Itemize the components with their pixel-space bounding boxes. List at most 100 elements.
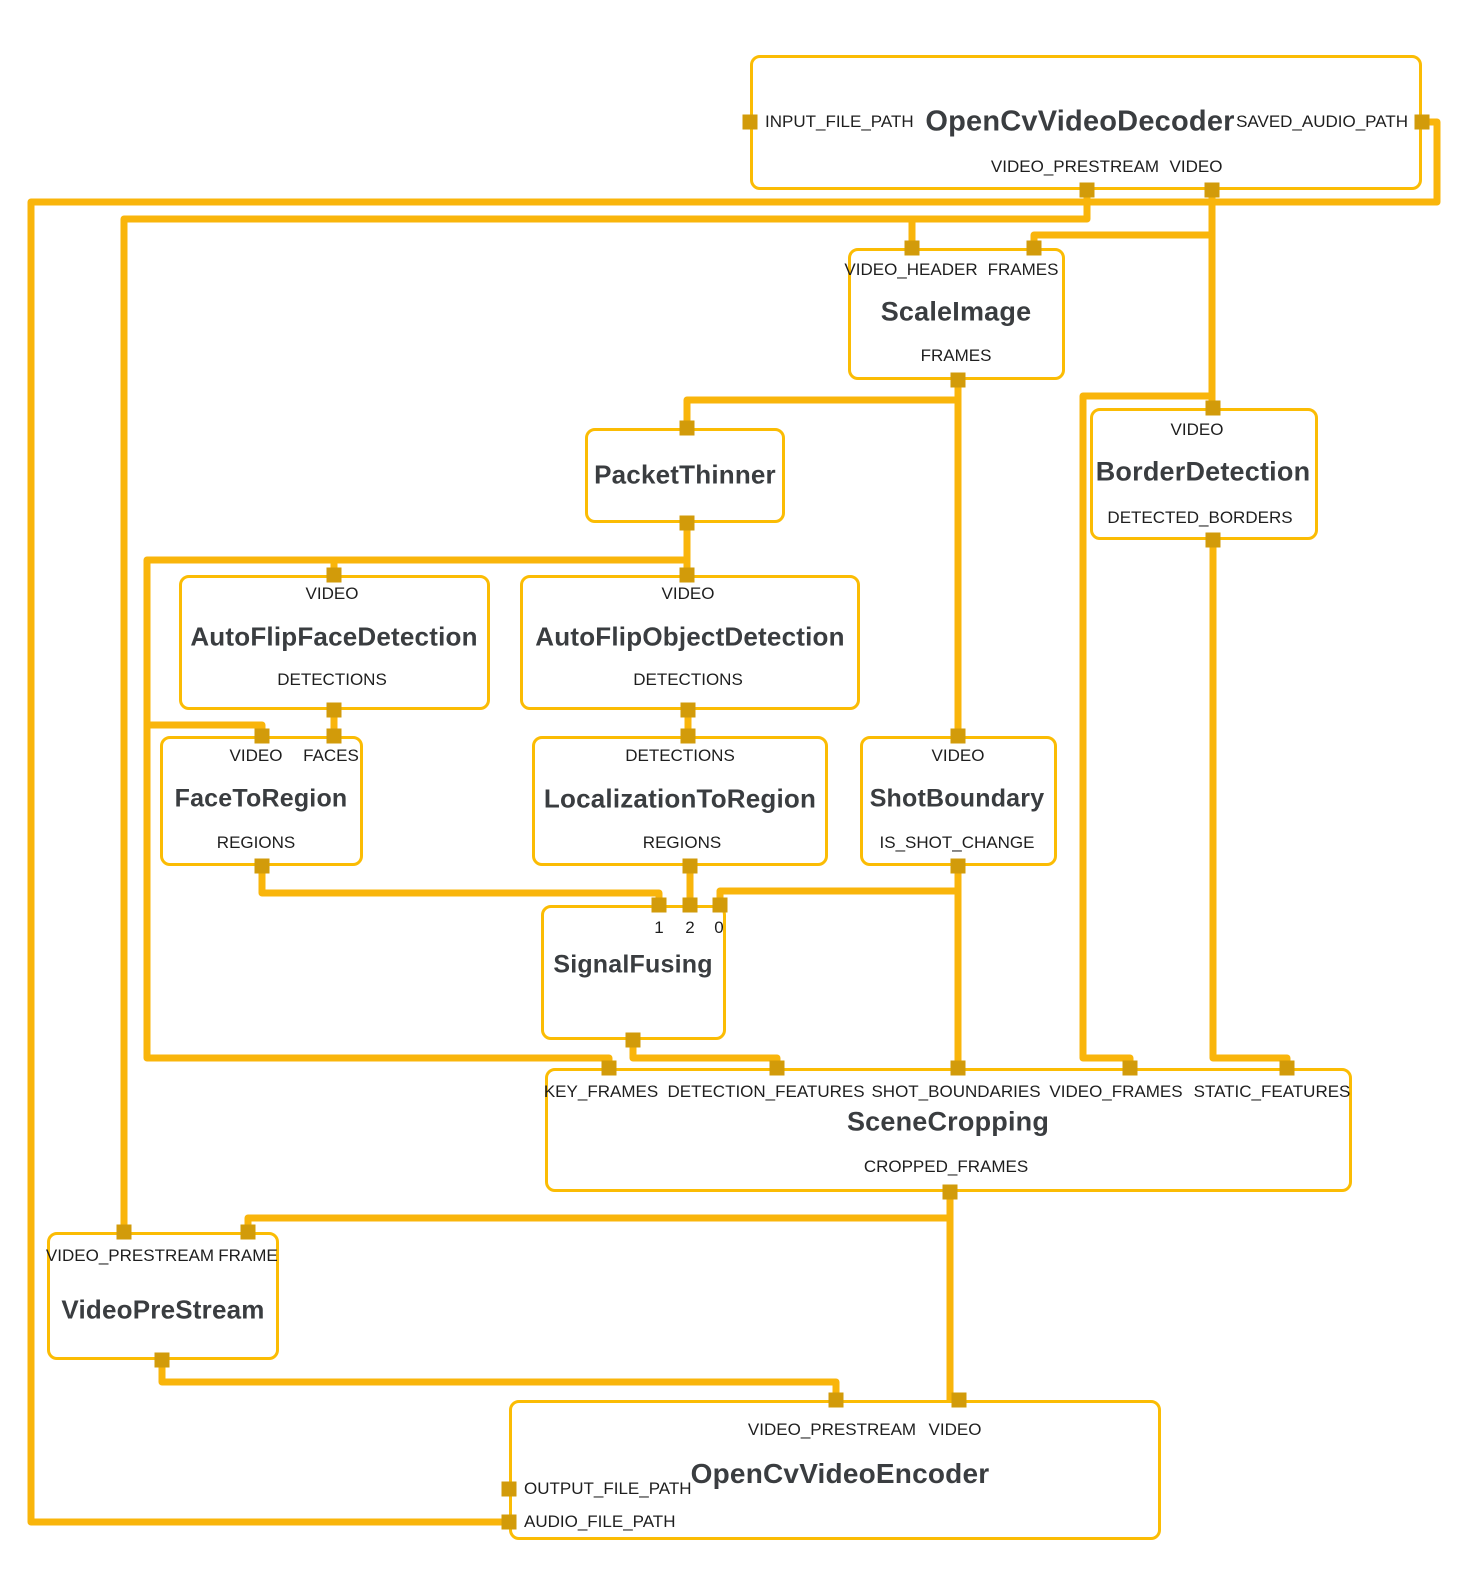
label-detections: DETECTIONS: [625, 746, 735, 765]
port-video-prestream[interactable]: [828, 1392, 844, 1408]
label-cropped-frames: CROPPED_FRAMES: [863, 1157, 1029, 1176]
wire: [244, 1214, 950, 1232]
port-video-frames[interactable]: [1122, 1060, 1138, 1076]
label-regions: REGIONS: [216, 833, 296, 852]
label-frames: FRAMES: [920, 346, 992, 365]
wire: [120, 190, 1091, 1232]
port-input-file-path[interactable]: [742, 114, 758, 130]
label-output-file-path: OUTPUT_FILE_PATH: [524, 1479, 692, 1498]
label-frames: FRAMES: [987, 260, 1059, 279]
label-shot-boundaries: SHOT_BOUNDARIES: [871, 1082, 1041, 1101]
label-saved-audio-path: SAVED_AUDIO_PATH: [1236, 112, 1408, 131]
label-key-frames: KEY_FRAMES: [543, 1082, 659, 1101]
port-video[interactable]: [1204, 182, 1220, 198]
node-signal-fusing[interactable]: [541, 905, 726, 1040]
wire: [27, 118, 1441, 1526]
label-1: 1: [654, 918, 664, 937]
port-video[interactable]: [326, 567, 342, 583]
port-key-frames[interactable]: [601, 1060, 617, 1076]
port-frames[interactable]: [1026, 240, 1042, 256]
port-video-prestream[interactable]: [116, 1224, 132, 1240]
label-detections: DETECTIONS: [277, 670, 387, 689]
port-frames[interactable]: [950, 372, 966, 388]
port-cropped-frames[interactable]: [942, 1184, 958, 1200]
wire: [1209, 540, 1291, 1068]
node-title-scale-image: ScaleImage: [880, 296, 1032, 327]
node-title-opencv-video-decoder: OpenCvVideoDecoder: [925, 105, 1235, 138]
port-output-file-path[interactable]: [501, 1481, 517, 1497]
label-audio-file-path: AUDIO_FILE_PATH: [524, 1512, 676, 1531]
node-scale-image[interactable]: [848, 248, 1065, 380]
wire: [716, 887, 958, 905]
port-packet-thinner-0[interactable]: [679, 420, 695, 436]
port-detections[interactable]: [680, 702, 696, 718]
label-video: VIDEO: [305, 584, 359, 603]
port-1[interactable]: [651, 897, 667, 913]
wire: [683, 396, 958, 428]
port-video-prestream[interactable]: [1079, 182, 1095, 198]
wire: [1030, 231, 1212, 248]
node-title-packet-thinner: PacketThinner: [594, 459, 776, 490]
label-frame: FRAME: [218, 1246, 278, 1265]
port-video-pre-stream-2[interactable]: [154, 1352, 170, 1368]
node-title-scene-cropping: SceneCropping: [846, 1106, 1050, 1137]
label-input-file-path: INPUT_FILE_PATH: [765, 112, 914, 131]
node-title-opencv-video-encoder: OpenCvVideoEncoder: [690, 1458, 990, 1489]
node-opencv-video-encoder[interactable]: [509, 1400, 1161, 1540]
wire: [629, 1040, 781, 1068]
label-static-features: STATIC_FEATURES: [1193, 1082, 1351, 1101]
label-video: VIDEO: [931, 746, 985, 765]
node-title-border-detection: BorderDetection: [1095, 456, 1311, 487]
label-video: VIDEO: [229, 746, 283, 765]
node-title-face-to-region: FaceToRegion: [174, 784, 348, 813]
port-packet-thinner-1[interactable]: [679, 515, 695, 531]
node-face-to-region[interactable]: [160, 736, 363, 866]
label-video-frames: VIDEO_FRAMES: [1049, 1082, 1183, 1101]
label-video: VIDEO: [661, 584, 715, 603]
port-audio-file-path[interactable]: [501, 1514, 517, 1530]
port-signal-fusing-3[interactable]: [625, 1032, 641, 1048]
label-video-header: VIDEO_HEADER: [844, 260, 978, 279]
port-regions[interactable]: [682, 858, 698, 874]
port-video[interactable]: [950, 728, 966, 744]
label-is-shot-change: IS_SHOT_CHANGE: [879, 833, 1035, 852]
node-title-video-pre-stream: VideoPreStream: [61, 1294, 265, 1325]
port-static-features[interactable]: [1279, 1060, 1295, 1076]
node-opencv-video-decoder[interactable]: [750, 55, 1422, 190]
port-regions[interactable]: [254, 858, 270, 874]
node-title-autoflip-object-detection: AutoFlipObjectDetection: [535, 621, 845, 652]
wire: [158, 1360, 840, 1400]
node-title-localization-to-region: LocalizationToRegion: [543, 783, 817, 814]
label-video-prestream: VIDEO_PRESTREAM: [45, 1246, 215, 1265]
port-is-shot-change[interactable]: [950, 858, 966, 874]
label-detection-features: DETECTION_FEATURES: [667, 1082, 865, 1101]
label-2: 2: [685, 918, 695, 937]
node-border-detection[interactable]: [1090, 408, 1318, 540]
port-detections[interactable]: [326, 702, 342, 718]
port-0[interactable]: [712, 897, 728, 913]
node-title-shot-boundary: ShotBoundary: [869, 784, 1045, 813]
port-shot-boundaries[interactable]: [950, 1060, 966, 1076]
label-0: 0: [714, 918, 724, 937]
port-video[interactable]: [254, 728, 270, 744]
label-video: VIDEO: [928, 1420, 982, 1439]
node-localization-to-region[interactable]: [532, 736, 828, 866]
port-faces[interactable]: [326, 728, 342, 744]
port-2[interactable]: [682, 897, 698, 913]
wire: [258, 866, 663, 905]
port-video[interactable]: [679, 567, 695, 583]
wire: [147, 721, 266, 736]
label-regions: REGIONS: [642, 833, 722, 852]
port-video[interactable]: [951, 1392, 967, 1408]
port-detection-features[interactable]: [769, 1060, 785, 1076]
port-video-header[interactable]: [904, 240, 920, 256]
label-video-prestream: VIDEO_PRESTREAM: [990, 157, 1160, 176]
label-video-prestream: VIDEO_PRESTREAM: [747, 1420, 917, 1439]
port-detections[interactable]: [680, 728, 696, 744]
port-frame[interactable]: [240, 1224, 256, 1240]
port-detected-borders[interactable]: [1205, 532, 1221, 548]
port-video[interactable]: [1205, 400, 1221, 416]
port-saved-audio-path[interactable]: [1414, 114, 1430, 130]
label-video: VIDEO: [1170, 420, 1224, 439]
